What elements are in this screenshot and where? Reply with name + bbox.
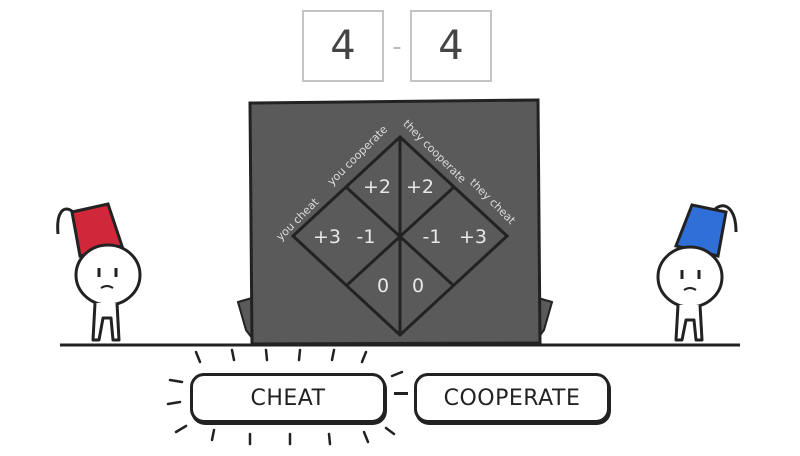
red-fez-icon (70, 202, 124, 258)
player-character-red (56, 202, 142, 342)
cell-they-cheat-gain: +3 (459, 226, 487, 248)
cell-cc-you: +2 (363, 176, 391, 198)
opponent-character-blue (656, 203, 738, 342)
cheat-highlight-rays (166, 348, 404, 446)
score-left: 4 (302, 10, 384, 82)
payoff-diamond (290, 134, 510, 338)
cooperate-button-label: COOPERATE (443, 385, 581, 411)
fez-tassel-icon (712, 204, 738, 233)
cell-they-cheat-loss: -1 (423, 226, 442, 248)
button-divider (394, 392, 408, 395)
score-left-value: 4 (330, 23, 356, 69)
blue-fez-icon (673, 203, 728, 258)
cheat-button-label: CHEAT (250, 385, 326, 411)
machine-left-foot (236, 296, 253, 341)
cell-you-cheat-gain: +3 (313, 226, 341, 248)
cooperate-button[interactable]: COOPERATE (414, 373, 610, 423)
cell-dd-they: 0 (412, 275, 424, 297)
cell-cc-they: +2 (406, 176, 434, 198)
cell-you-cheat-loss: -1 (357, 226, 376, 248)
score-right-value: 4 (438, 23, 464, 69)
payoff-machine (248, 98, 542, 346)
score-separator: - (392, 32, 402, 62)
fez-tassel-icon (56, 207, 74, 235)
cell-dd-you: 0 (377, 275, 389, 297)
cheat-button[interactable]: CHEAT (190, 373, 386, 423)
score-right: 4 (410, 10, 492, 82)
